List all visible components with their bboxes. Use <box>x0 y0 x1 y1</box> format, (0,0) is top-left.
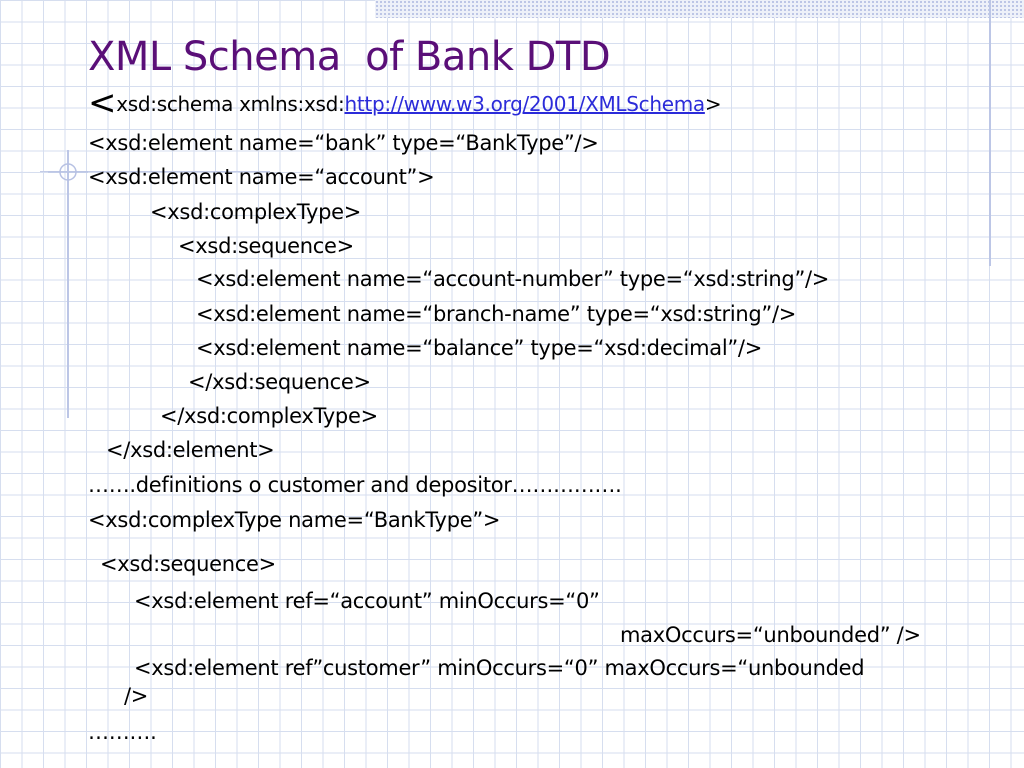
code-line-definitions-note: …….definitions o customer and depositor…… <box>88 473 622 497</box>
decorative-right-rule <box>989 0 991 266</box>
crosshair-icon <box>48 163 88 181</box>
code-line-account-ref: <xsd:element ref=“account” minOccurs=“0” <box>134 589 600 613</box>
decorative-left-rule <box>67 150 69 418</box>
schema-open-bracket: < <box>88 83 117 123</box>
code-line-customer-ref-close: /> <box>124 684 149 708</box>
code-line-sequence-open: <xsd:sequence> <box>178 234 354 258</box>
code-line-sequence-close: </xsd:sequence> <box>188 370 371 394</box>
code-line-bank-element: <xsd:element name=“bank” type=“BankType”… <box>88 131 599 155</box>
decorative-dotted-band <box>375 0 1024 18</box>
code-line-account-number: <xsd:element name=“account-number” type=… <box>196 267 830 291</box>
code-line-element-close: </xsd:element> <box>106 438 275 462</box>
decorative-horizontal-rule <box>40 171 270 172</box>
code-line-complextype-open: <xsd:complexType> <box>150 200 362 224</box>
code-line-balance: <xsd:element name=“balance” type=“xsd:de… <box>196 336 763 360</box>
code-line-ellipsis: ………. <box>88 720 157 744</box>
code-line-account-maxoccurs: maxOccurs=“unbounded” /> <box>620 623 921 647</box>
slide-title: XML Schema of Bank DTD <box>88 34 611 80</box>
code-line-banktype-sequence: <xsd:sequence> <box>100 552 276 576</box>
code-line-account-element: <xsd:element name=“account”> <box>88 165 435 189</box>
schema-line: <xsd:schema xmlns:xsd:http://www.w3.org/… <box>88 83 722 123</box>
code-line-branch-name: <xsd:element name=“branch-name” type=“xs… <box>196 302 797 326</box>
code-line-banktype-complextype: <xsd:complexType name=“BankType”> <box>88 508 501 532</box>
xmlschema-link[interactable]: http://www.w3.org/2001/XMLSchema <box>344 92 705 116</box>
code-line-customer-ref: <xsd:element ref”customer” minOccurs=“0”… <box>134 656 865 680</box>
schema-suffix: > <box>704 92 722 116</box>
schema-prefix: xsd:schema xmlns:xsd: <box>116 92 345 116</box>
code-line-complextype-close: </xsd:complexType> <box>160 404 378 428</box>
